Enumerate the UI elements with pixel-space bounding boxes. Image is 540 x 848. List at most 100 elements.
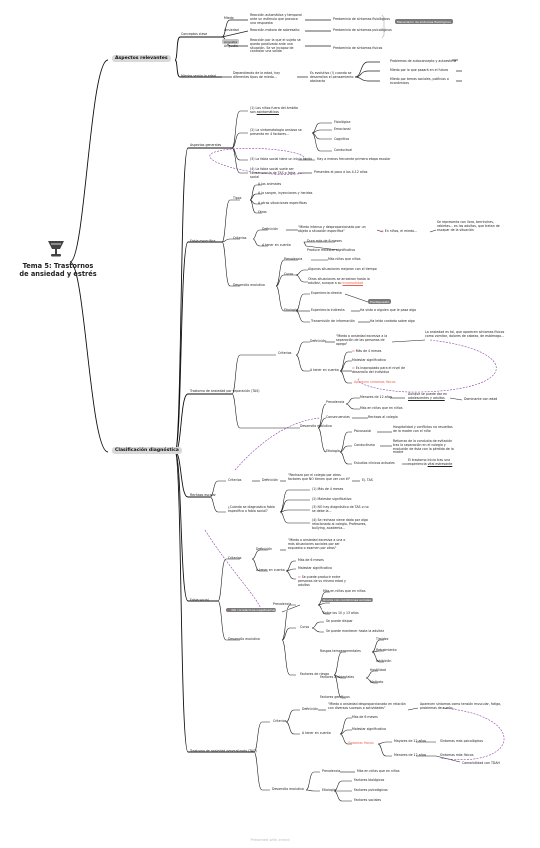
node-fobia-dura[interactable]: Dura más de 6 meses xyxy=(307,239,342,243)
node-fs-inhibicion[interactable]: Inhibición xyxy=(376,659,392,663)
node-fobia-def[interactable]: Definición xyxy=(262,227,278,231)
node-fobia-malestar[interactable]: Produce malestar significativo xyxy=(307,248,356,252)
node-tag-menores-r[interactable]: Síntomas más físicos xyxy=(440,753,474,757)
node-fobia-t4[interactable]: Otras xyxy=(258,210,267,214)
node-tas-menores[interactable]: Menores de 12 años xyxy=(360,395,393,399)
node-tas-psico-r[interactable]: Hospitalidad y conflictos no resueltos d… xyxy=(393,425,453,433)
node-tag-prev-r[interactable]: Más en niñas que en niños xyxy=(357,769,400,773)
node-fs-factores[interactable]: Factores de riesgo xyxy=(300,672,330,676)
node-fs-rasgos[interactable]: Rasgos temperamentales xyxy=(320,649,361,653)
node-tag-def-r[interactable]: Aparecen síntomas como tensión muscular,… xyxy=(420,702,502,710)
node-fs-ambientales[interactable]: Factores ambientales xyxy=(320,675,354,679)
node-rechazo-q2[interactable]: (2) Malestar significativo xyxy=(312,497,352,501)
node-rechazo-q3[interactable]: (3) NO hay diagnóstico de TAS o no se de… xyxy=(312,505,369,513)
node-rechazo-criterios[interactable]: Criterios xyxy=(228,478,242,482)
node-tag-def[interactable]: Definición xyxy=(302,707,318,711)
node-rechazo-q4[interactable]: (4) Se rechaza viene dado por algo relac… xyxy=(312,518,368,530)
node-fobia-t2[interactable]: A la sangre, inyecciones y heridas xyxy=(258,191,313,195)
node-rechazo-pregunta[interactable]: ¿Cuándo se diagnostica fobia específica … xyxy=(228,505,275,513)
node-tag-def-txt[interactable]: "Miedo o ansiedad desproporcionada en re… xyxy=(328,702,406,710)
node-fobia-e1r[interactable]: Predispuesto xyxy=(368,299,392,304)
node-tag-criterios[interactable]: Criterios xyxy=(273,719,287,723)
node-fobia-c2[interactable]: Otras situaciones se arrastran hasta la … xyxy=(308,277,370,285)
node-fs-p1[interactable]: Más en niñas que en niños xyxy=(323,589,366,593)
node-gen-i4[interactable]: (4) La fobia social suele ser consecuenc… xyxy=(250,167,296,179)
node-angustia-tag[interactable]: Angustia xyxy=(222,39,240,44)
node-miedos-p2[interactable]: Miedo por lo que pasará en el futuro xyxy=(390,68,449,72)
node-fs-curso[interactable]: Curso xyxy=(300,625,310,629)
node-fs-desarrollo[interactable]: Desarrollo evolutivo xyxy=(228,637,260,641)
node-tag-e2[interactable]: Factores psicológicos xyxy=(354,788,388,792)
node-fobia-def-txt[interactable]: "Miedo intenso y desproporcionado por un… xyxy=(298,225,366,233)
node-fs-p2[interactable]: Ocurre con condiciones sociales de condu… xyxy=(321,597,412,603)
node-gen-emo[interactable]: Emocional xyxy=(334,127,351,131)
node-rechazo-escolar[interactable]: Rechazo escolar xyxy=(190,493,216,497)
node-predom-fis[interactable]: Predominio de síntomas físicos xyxy=(333,46,383,50)
node-fs-mas6[interactable]: Más de 6 meses xyxy=(298,558,324,562)
node-tas-def-txt[interactable]: "Miedo o ansiedad excesiva a la separaci… xyxy=(336,334,388,346)
node-fs-def[interactable]: Definición xyxy=(256,547,272,551)
node-fobia-c1[interactable]: Algunas situaciones mejoran con el tiemp… xyxy=(308,267,377,271)
node-fobia-tipos[interactable]: Tipos xyxy=(233,196,242,200)
node-fs-def-txt[interactable]: "Miedo o ansiedad excesiva a una o más s… xyxy=(288,538,346,550)
node-miedos-dep[interactable]: Dependiendo de la edad, hay diferentes t… xyxy=(233,71,280,79)
branch-clasificacion[interactable]: Clasificación diagnóstica xyxy=(112,447,182,454)
node-fs-geneticos[interactable]: Factores genéticos xyxy=(320,695,350,699)
node-tag-mayores-r[interactable]: Síntomas más psicológicos xyxy=(440,739,483,743)
node-tag-malestar[interactable]: Malestar significativo xyxy=(352,727,386,731)
node-tas-criterios[interactable]: Criterios xyxy=(278,351,292,355)
node-tag-comorb[interactable]: Comorbilidad con TDAH xyxy=(462,761,500,765)
node-angustia-def[interactable]: Reacción por la que el sujeto se queda p… xyxy=(250,38,301,54)
node-fs-prevalencia[interactable]: Prevalencia xyxy=(273,602,292,606)
branch-aspectos-relevantes[interactable]: Aspectos relevantes xyxy=(112,55,171,62)
node-gen-i3r[interactable]: Hay a menos frecuente primera etapa esco… xyxy=(317,157,391,161)
node-tas-cond-r[interactable]: Refuerzo de la conducta de evitación tra… xyxy=(393,439,454,455)
node-tag-acuenta[interactable]: A tener en cuenta xyxy=(302,731,331,735)
node-tas-aparecen[interactable]: Aparecen síntomas físicos xyxy=(354,380,396,384)
node-miedos-p3[interactable]: Miedo por temas sociales, políticos o ec… xyxy=(390,77,449,85)
node-tas-menores-r[interactable]: Aunque se puede dar en adolescentes y ad… xyxy=(408,392,448,400)
node-gen-cog[interactable]: Cognitiva xyxy=(334,137,350,141)
node-miedos-p1[interactable]: Problemas de autoconcepto y autoestima xyxy=(390,59,457,63)
node-fobia-acuenta[interactable]: A tener en cuenta xyxy=(262,243,291,247)
summary-mezcla[interactable]: Mecanismo de síntomas fisiológicos xyxy=(395,19,453,24)
node-fs-c2[interactable]: Se puede mantener hasta la adultez xyxy=(326,629,385,633)
node-tas-psicosocial[interactable]: Psicosocial xyxy=(354,429,372,433)
node-fobia-ninos-r[interactable]: Se representa con llora, berrinches, rab… xyxy=(437,220,500,232)
node-predom-psico[interactable]: Predominio de síntomas psicológicos xyxy=(333,28,392,32)
node-fobia-especifica[interactable]: Fobia específica xyxy=(190,239,216,243)
node-tag-desarrollo[interactable]: Desarrollo evolutivo xyxy=(272,787,304,791)
node-fobia-prev-r[interactable]: Más niñas que niños xyxy=(328,257,361,261)
node-tag-fisicos[interactable]: Síntomas físicos xyxy=(348,741,374,745)
node-tas-mas-ninas[interactable]: Más en niñas que en niños xyxy=(360,406,403,410)
node-gen-i4r[interactable]: Presentes el poco a los 4-12 años xyxy=(314,170,368,174)
node-miedo[interactable]: Miedo xyxy=(224,16,234,20)
node-gen-con[interactable]: Conductual xyxy=(334,148,353,152)
node-fobia-desarrollo[interactable]: Desarrollo evolutivo xyxy=(233,283,265,287)
node-fobia-e2r[interactable]: Ha visto a alguien que le pasa algo xyxy=(360,308,417,312)
node-fobia-t3[interactable]: A otras situaciones específicas xyxy=(258,201,307,205)
node-fobia-prev[interactable]: Prevalencia xyxy=(284,257,303,261)
node-tag-etiologia[interactable]: Etiología xyxy=(322,788,336,792)
node-fs-timidez[interactable]: Timidez xyxy=(376,637,389,641)
node-tas-prevalencia[interactable]: Prevalencia xyxy=(326,400,345,404)
node-fobia-e3[interactable]: Transmisión de información xyxy=(311,319,355,323)
node-miedos-edad[interactable]: Miedos según la edad xyxy=(181,74,216,78)
node-miedo-def[interactable]: Reacción automática y temporal ante un e… xyxy=(250,13,302,25)
node-rechazo-def-txt[interactable]: "Rechazo por el colegio por otros factor… xyxy=(288,473,351,481)
node-tas-consecuencias[interactable]: Consecuencias xyxy=(326,415,350,419)
node-tas-conductismo[interactable]: Conductismo xyxy=(354,443,375,447)
node-fs-criterios[interactable]: Criterios xyxy=(228,556,242,560)
node-tag-menores[interactable]: Menores de 12 años xyxy=(394,753,427,757)
node-gen-i2[interactable]: (2) La sintomatología ansiosa se present… xyxy=(250,128,302,136)
node-fobia-criterios[interactable]: Criterios xyxy=(233,236,247,240)
node-fs-p3[interactable]: Entre los 10 y 13 años xyxy=(323,611,359,615)
node-rechazo-tas[interactable]: Ej. TAS xyxy=(362,478,373,482)
node-fobia-e2[interactable]: Experiencia indirecta xyxy=(311,308,345,312)
node-tas-inapropiado[interactable]: ⊘ Es inapropiado para el nivel de desarr… xyxy=(352,366,406,374)
node-tas-def-r[interactable]: La ansiedad es tal, que aparecen síntoma… xyxy=(425,330,505,338)
node-fobia-e3r[interactable]: Ha leído contado sobre algo xyxy=(370,319,415,323)
node-tas-desarrollo[interactable]: Desarrollo evolutivo xyxy=(300,424,332,428)
node-fs-maltrato[interactable]: Maltrato xyxy=(370,680,384,684)
node-angustia[interactable]: Angustia xyxy=(224,44,238,48)
